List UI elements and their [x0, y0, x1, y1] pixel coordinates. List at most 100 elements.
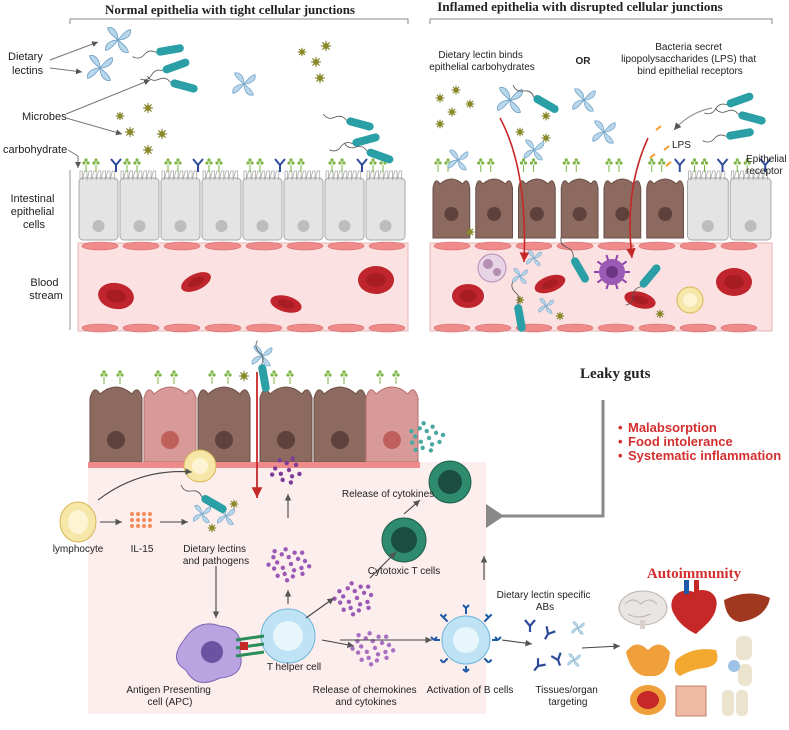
epithelial-cell	[324, 177, 365, 241]
leaky-guts-list: •Malabsorption •Food intolerance •System…	[618, 420, 781, 463]
label-blood-stream: Blood stream	[29, 277, 63, 302]
cell-nucleus	[572, 207, 587, 221]
carbohydrate-icon	[658, 158, 666, 172]
cytokine-particle	[409, 429, 414, 434]
heart-icon	[671, 580, 717, 634]
cell-nucleus	[107, 431, 125, 449]
antigen-peptide	[240, 642, 248, 650]
carbohydrate-icon	[340, 370, 348, 384]
endothelial-cell	[638, 241, 676, 251]
cytokine-particle	[348, 605, 353, 611]
bacterium-icon	[625, 264, 661, 306]
cell-nucleus	[444, 207, 459, 221]
inflamed-panel	[429, 84, 773, 333]
microvilli	[120, 170, 157, 181]
leaky-item-malabsorption: Malabsorption	[628, 420, 717, 435]
header-normal-bracket	[69, 18, 409, 24]
carbohydrate-icon	[733, 158, 741, 172]
carbohydrate-icon	[562, 158, 570, 172]
cytokine-particle	[429, 442, 435, 447]
endothelial-cell	[720, 241, 758, 251]
cytokine-particle	[354, 595, 360, 601]
carbohydrate-icon	[615, 158, 623, 172]
epithelial-cell	[687, 177, 729, 241]
svg-text:•: •	[618, 420, 623, 435]
microbe-icon	[229, 499, 239, 509]
cytokine-particle	[428, 448, 434, 453]
carbohydrate-icon	[256, 158, 264, 172]
endothelial-cell	[474, 241, 512, 251]
epithelial-cell	[283, 177, 324, 241]
cytokine-particle	[341, 607, 346, 612]
cytokine-particle	[365, 599, 370, 605]
bacterium-icon	[343, 142, 394, 164]
cytokine-particle	[266, 562, 271, 567]
cell-nucleus	[744, 220, 757, 232]
bone-joint-icon	[722, 690, 748, 716]
inflamed-blood-content	[452, 237, 752, 332]
lps-molecule	[655, 125, 662, 131]
cytokine-particle	[357, 602, 363, 607]
inflamed-epithelial-cell	[89, 386, 143, 463]
b-cell-receptor	[462, 666, 470, 673]
cytokine-particle	[349, 581, 354, 586]
microbe-icon	[314, 72, 326, 84]
epithelial-cell	[119, 177, 160, 241]
cell-nucleus	[701, 220, 714, 232]
mhc-tcr-complex	[235, 650, 265, 658]
epithelial-receptor-label: Epithelial receptor	[746, 154, 789, 177]
lectin-icon	[592, 120, 616, 144]
lymphocyte-label: lymphocyte	[53, 544, 104, 555]
endothelial-cell	[204, 323, 242, 333]
bacterium-icon	[180, 484, 227, 513]
chemokine-particle	[384, 655, 389, 660]
inflamed-lectin-binds-label: Dietary lectin binds epithelial carbohyd…	[429, 50, 535, 73]
carbohydrate-icon	[116, 370, 124, 384]
header-inflamed: Inflamed epithelia with disrupted cellul…	[437, 0, 722, 14]
epithelial-cell	[160, 177, 201, 241]
endothelial-cell	[163, 323, 201, 333]
carbohydrate-icon	[434, 158, 442, 172]
il15-particle	[148, 524, 152, 528]
cell-nucleus	[92, 220, 105, 232]
carbohydrate-icon	[690, 158, 699, 172]
endothelial-cell	[368, 241, 406, 251]
lectin-icon	[523, 139, 545, 161]
cytokine-particle	[291, 568, 297, 573]
apc-label: Antigen Presenting cell (APC)	[126, 685, 213, 708]
lectin-icon	[512, 268, 528, 284]
cytokine-particle	[409, 440, 415, 445]
chemokine-particle	[383, 634, 389, 639]
label-microbes: Microbes	[22, 111, 67, 123]
microvilli	[688, 170, 726, 181]
microbe-icon	[310, 56, 322, 68]
carbohydrate-icon	[154, 370, 162, 384]
cell-nucleus	[529, 207, 544, 221]
skin-tissue-icon	[675, 685, 707, 717]
leaky-item-food-intolerance: Food intolerance	[628, 434, 733, 449]
lectin-icon	[497, 87, 523, 113]
cytokine-particle	[277, 458, 282, 463]
brain-icon	[618, 590, 668, 629]
lectin-icon	[567, 653, 581, 667]
cytokine-particle	[440, 432, 446, 438]
endothelial-cell	[245, 323, 283, 333]
carbohydrate-icon	[100, 370, 108, 384]
chemokine-particle	[372, 645, 378, 651]
microvilli	[730, 170, 768, 181]
microvilli	[79, 170, 116, 181]
cytokine-particle	[275, 573, 280, 578]
lectin-icon	[192, 504, 212, 524]
cytotoxic-label: Cytotoxic T cells	[368, 566, 440, 577]
svg-text:•: •	[618, 448, 623, 463]
endothelial-cell	[556, 241, 594, 251]
microbe-icon	[207, 523, 217, 533]
il15-particle	[130, 524, 134, 528]
bacterium-icon	[560, 237, 589, 283]
cytokine-particle	[300, 571, 305, 576]
endothelial-cell	[204, 241, 242, 251]
red-blood-cell	[98, 282, 134, 310]
carbohydrate-icon	[215, 158, 223, 172]
chemokines-label: Release of chemokines and cytokines	[313, 685, 420, 708]
